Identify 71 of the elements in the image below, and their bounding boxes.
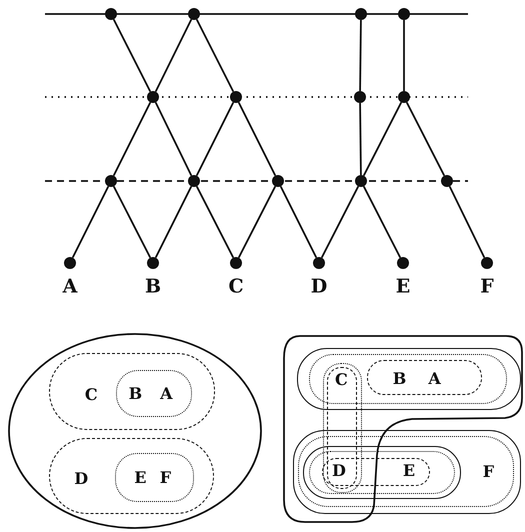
connector-line <box>362 102 402 176</box>
node-dot <box>354 91 366 103</box>
set-box <box>367 360 482 396</box>
set-letter: A <box>160 386 173 402</box>
set-letter: F <box>160 470 172 486</box>
set-ellipse <box>8 333 262 529</box>
node-dot <box>355 175 367 187</box>
set-box <box>116 370 192 418</box>
connector-line <box>72 186 110 258</box>
connector-line <box>112 186 152 258</box>
connector-line <box>112 102 152 176</box>
connector-line <box>280 186 318 258</box>
set-box <box>49 353 215 430</box>
node-dot <box>272 175 284 187</box>
set-outline <box>309 354 508 404</box>
node-dot <box>64 257 76 269</box>
node-dot <box>397 257 409 269</box>
node-dot <box>105 175 117 187</box>
leaf-label: B <box>144 278 162 296</box>
connector-line <box>196 18 234 92</box>
node-dot <box>105 8 117 20</box>
set-letter: D <box>74 471 88 488</box>
connector-line <box>359 102 362 176</box>
leaf-label: F <box>480 278 494 296</box>
node-dot <box>147 91 159 103</box>
set-outline <box>308 450 455 494</box>
node-dot <box>147 257 159 269</box>
set-letter: A <box>428 370 441 387</box>
node-dot <box>398 8 410 20</box>
set-letter: F <box>482 464 494 480</box>
set-letter: E <box>134 470 146 486</box>
connector-line <box>359 20 362 92</box>
node-dot <box>355 8 367 20</box>
connector-line <box>448 186 486 258</box>
set-outline <box>303 446 462 500</box>
connector-line <box>406 102 446 176</box>
node-dot <box>188 8 200 20</box>
connector-line <box>154 186 192 258</box>
connector-line <box>320 186 360 258</box>
set-box <box>322 458 430 486</box>
set-letter: E <box>402 462 416 479</box>
set-letter: B <box>392 370 406 387</box>
node-dot <box>230 257 242 269</box>
leaf-label: E <box>396 278 410 296</box>
set-letter: C <box>84 387 98 404</box>
connector-line <box>238 102 276 176</box>
set-letter: C <box>335 372 348 388</box>
set-outline <box>293 430 521 514</box>
set-outline <box>283 336 522 523</box>
node-dot <box>481 257 493 269</box>
node-dot <box>441 175 453 187</box>
leaf-label: A <box>62 278 78 296</box>
connector-line <box>196 102 234 176</box>
node-dot <box>188 175 200 187</box>
node-dot <box>313 257 325 269</box>
set-box <box>115 453 194 502</box>
connector-line <box>154 18 192 92</box>
leaf-label: D <box>310 278 328 296</box>
connector-line <box>403 20 405 91</box>
set-letter: D <box>332 462 346 479</box>
connector-line <box>362 186 402 258</box>
node-dot <box>398 91 410 103</box>
leaf-label: C <box>228 278 244 296</box>
set-letter: B <box>128 386 142 402</box>
set-box <box>298 436 514 508</box>
connector-line <box>154 102 192 176</box>
connector-line <box>196 186 234 258</box>
connector-line <box>112 18 152 92</box>
set-box <box>49 438 214 514</box>
node-dot <box>230 91 242 103</box>
set-outline <box>297 348 521 410</box>
